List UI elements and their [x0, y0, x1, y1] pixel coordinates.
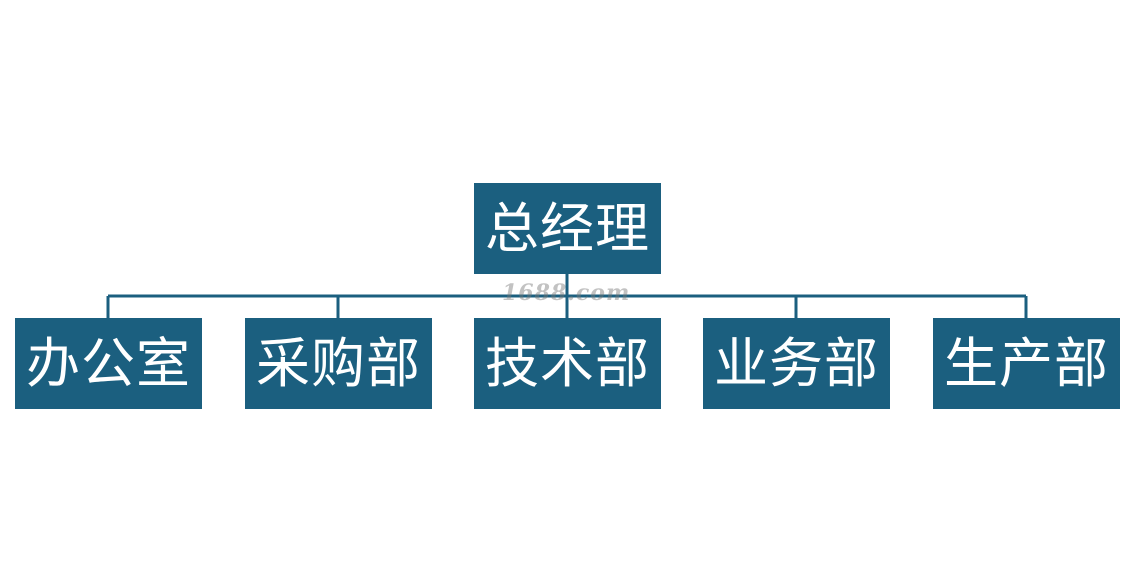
node-technical-dept: 技术部	[474, 318, 661, 409]
node-production-dept: 生产部	[933, 318, 1120, 409]
node-general-manager: 总经理	[474, 183, 661, 274]
node-label: 总经理	[485, 196, 650, 260]
node-purchasing-dept: 采购部	[245, 318, 432, 409]
node-label: 技术部	[485, 331, 650, 395]
node-label: 生产部	[944, 331, 1109, 395]
node-business-dept: 业务部	[703, 318, 890, 409]
node-office: 办公室	[15, 318, 202, 409]
node-label: 采购部	[256, 331, 421, 395]
node-label: 办公室	[26, 331, 191, 395]
watermark: 1688.com	[502, 280, 631, 306]
node-label: 业务部	[714, 331, 879, 395]
